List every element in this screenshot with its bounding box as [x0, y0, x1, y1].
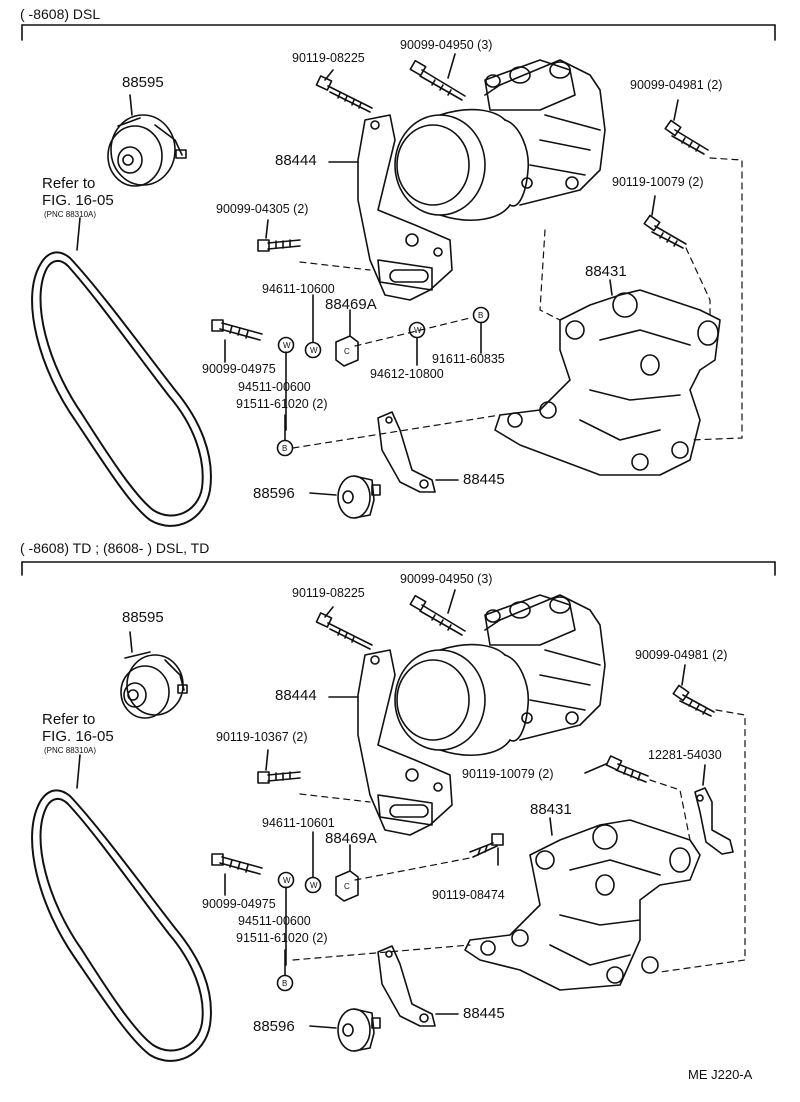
assembly-guide-lines [292, 709, 746, 973]
label-12281-54030: 12281-54030 [648, 748, 722, 762]
label-88469a: 88469A [325, 830, 377, 847]
label-pnc-ref: (PNC 88310A) [44, 746, 97, 755]
mount-bracket-88431 [494, 289, 721, 476]
nut-88469a [335, 870, 359, 902]
stud-12281-54030 [694, 787, 734, 855]
label-88445: 88445 [463, 471, 505, 488]
label-90099-04975: 90099-04975 [202, 897, 276, 911]
marker-w2: W [310, 881, 318, 890]
mount-bracket-88431 [464, 819, 701, 991]
label-90119-10367: 90119-10367 (2) [216, 730, 308, 744]
label-pnc-ref: (PNC 88310A) [44, 210, 97, 219]
label-refer-to: Refer to [42, 175, 96, 192]
label-88431: 88431 [585, 263, 627, 280]
label-90099-04305: 90099-04305 (2) [216, 202, 309, 216]
marker-w1: W [283, 341, 291, 350]
section-header-top: ( -8608) DSL [20, 6, 101, 22]
diagram-panel-top: 90119-08225 90099-04950 (3) 90099-04981 … [0, 0, 800, 540]
label-94511: 94511-00600 [238, 380, 311, 394]
bolt-90099-04981 [664, 119, 709, 155]
leader-88595 [129, 94, 133, 116]
label-88445: 88445 [463, 1005, 505, 1022]
bolt-90119-08225 [315, 612, 373, 650]
adjusting-bar-88445 [377, 411, 436, 493]
marker-c1: C [344, 882, 350, 891]
marker-b1: B [282, 979, 288, 988]
label-91611: 91611-60835 [432, 352, 505, 366]
label-fig-ref: FIG. 16-05 [42, 728, 114, 745]
label-refer-to: Refer to [42, 711, 96, 728]
diagram-panel-bottom: 90119-08225 90099-04950 (3) 90099-04981 … [0, 540, 800, 1080]
drawing-top [21, 24, 776, 527]
bracket-88444 [357, 114, 453, 301]
figure-code: ME J220-A [688, 1067, 753, 1082]
nut-88469a [335, 335, 359, 367]
assembly-guide-lines [292, 157, 743, 449]
bolt-90099-04950 [409, 594, 466, 636]
label-94611: 94611-10600 [262, 282, 335, 296]
bolt-90099-04950 [409, 59, 466, 101]
bolt-90119-10079 [605, 755, 649, 783]
label-88595: 88595 [122, 74, 164, 91]
label-88444: 88444 [275, 687, 317, 704]
adjusting-bar-88445 [377, 945, 436, 1027]
label-fig-ref: FIG. 16-05 [42, 192, 114, 209]
label-91511: 91511-61020 (2) [236, 931, 328, 945]
label-90099-04950: 90099-04950 (3) [400, 572, 493, 586]
idler-pulley-88596 [337, 1008, 381, 1052]
label-88596: 88596 [253, 1018, 295, 1035]
bolt-90119-10367 [257, 771, 301, 784]
label-90099-04981: 90099-04981 (2) [635, 648, 728, 662]
label-90119-10079: 90119-10079 (2) [462, 767, 554, 781]
bolt-90119-10079 [643, 214, 687, 249]
idler-pulley-88595 [107, 114, 187, 187]
label-90099-04950: 90099-04950 (3) [400, 38, 493, 52]
marker-w3: W [414, 326, 422, 335]
ac-compressor [394, 594, 606, 756]
label-90119-08225: 90119-08225 [292, 51, 365, 65]
drawing-bottom [21, 561, 776, 1062]
label-90099-04981: 90099-04981 (2) [630, 78, 723, 92]
marker-c1: C [344, 347, 350, 356]
idler-pulley-88595 [120, 651, 188, 719]
bolt-90119-08474 [469, 833, 504, 858]
marker-w2: W [310, 346, 318, 355]
marker-b2: B [282, 444, 288, 453]
label-88469a: 88469A [325, 296, 377, 313]
marker-b1: B [478, 311, 484, 320]
label-88595: 88595 [122, 609, 164, 626]
bolt-90099-04305 [257, 239, 301, 252]
bolt-90119-08225 [315, 75, 373, 113]
label-90119-08225: 90119-08225 [292, 586, 365, 600]
idler-pulley-88596 [337, 475, 381, 519]
ac-compressor [394, 59, 606, 221]
label-90119-10079: 90119-10079 (2) [612, 175, 704, 189]
section-header-bottom: ( -8608) TD ; (8608- ) DSL, TD [20, 540, 210, 556]
bolt-90099-04975 [211, 319, 263, 341]
label-88431: 88431 [530, 801, 572, 818]
v-belt [31, 251, 212, 527]
label-91511: 91511-61020 (2) [236, 397, 328, 411]
label-94612: 94612-10800 [370, 367, 444, 381]
label-88596: 88596 [253, 485, 295, 502]
marker-w1: W [283, 876, 291, 885]
section-bracket [21, 561, 776, 576]
belt-leader [76, 217, 81, 251]
bolt-90099-04981 [672, 684, 715, 717]
bolt-90099-04975 [211, 853, 263, 875]
label-90099-04975: 90099-04975 [202, 362, 276, 376]
label-94611: 94611-10601 [262, 816, 335, 830]
label-94511: 94511-00600 [238, 914, 311, 928]
v-belt [31, 789, 212, 1062]
bracket-88444 [357, 649, 453, 836]
section-bracket [21, 24, 776, 41]
label-90119-08474: 90119-08474 [432, 888, 505, 902]
label-88444: 88444 [275, 152, 317, 169]
